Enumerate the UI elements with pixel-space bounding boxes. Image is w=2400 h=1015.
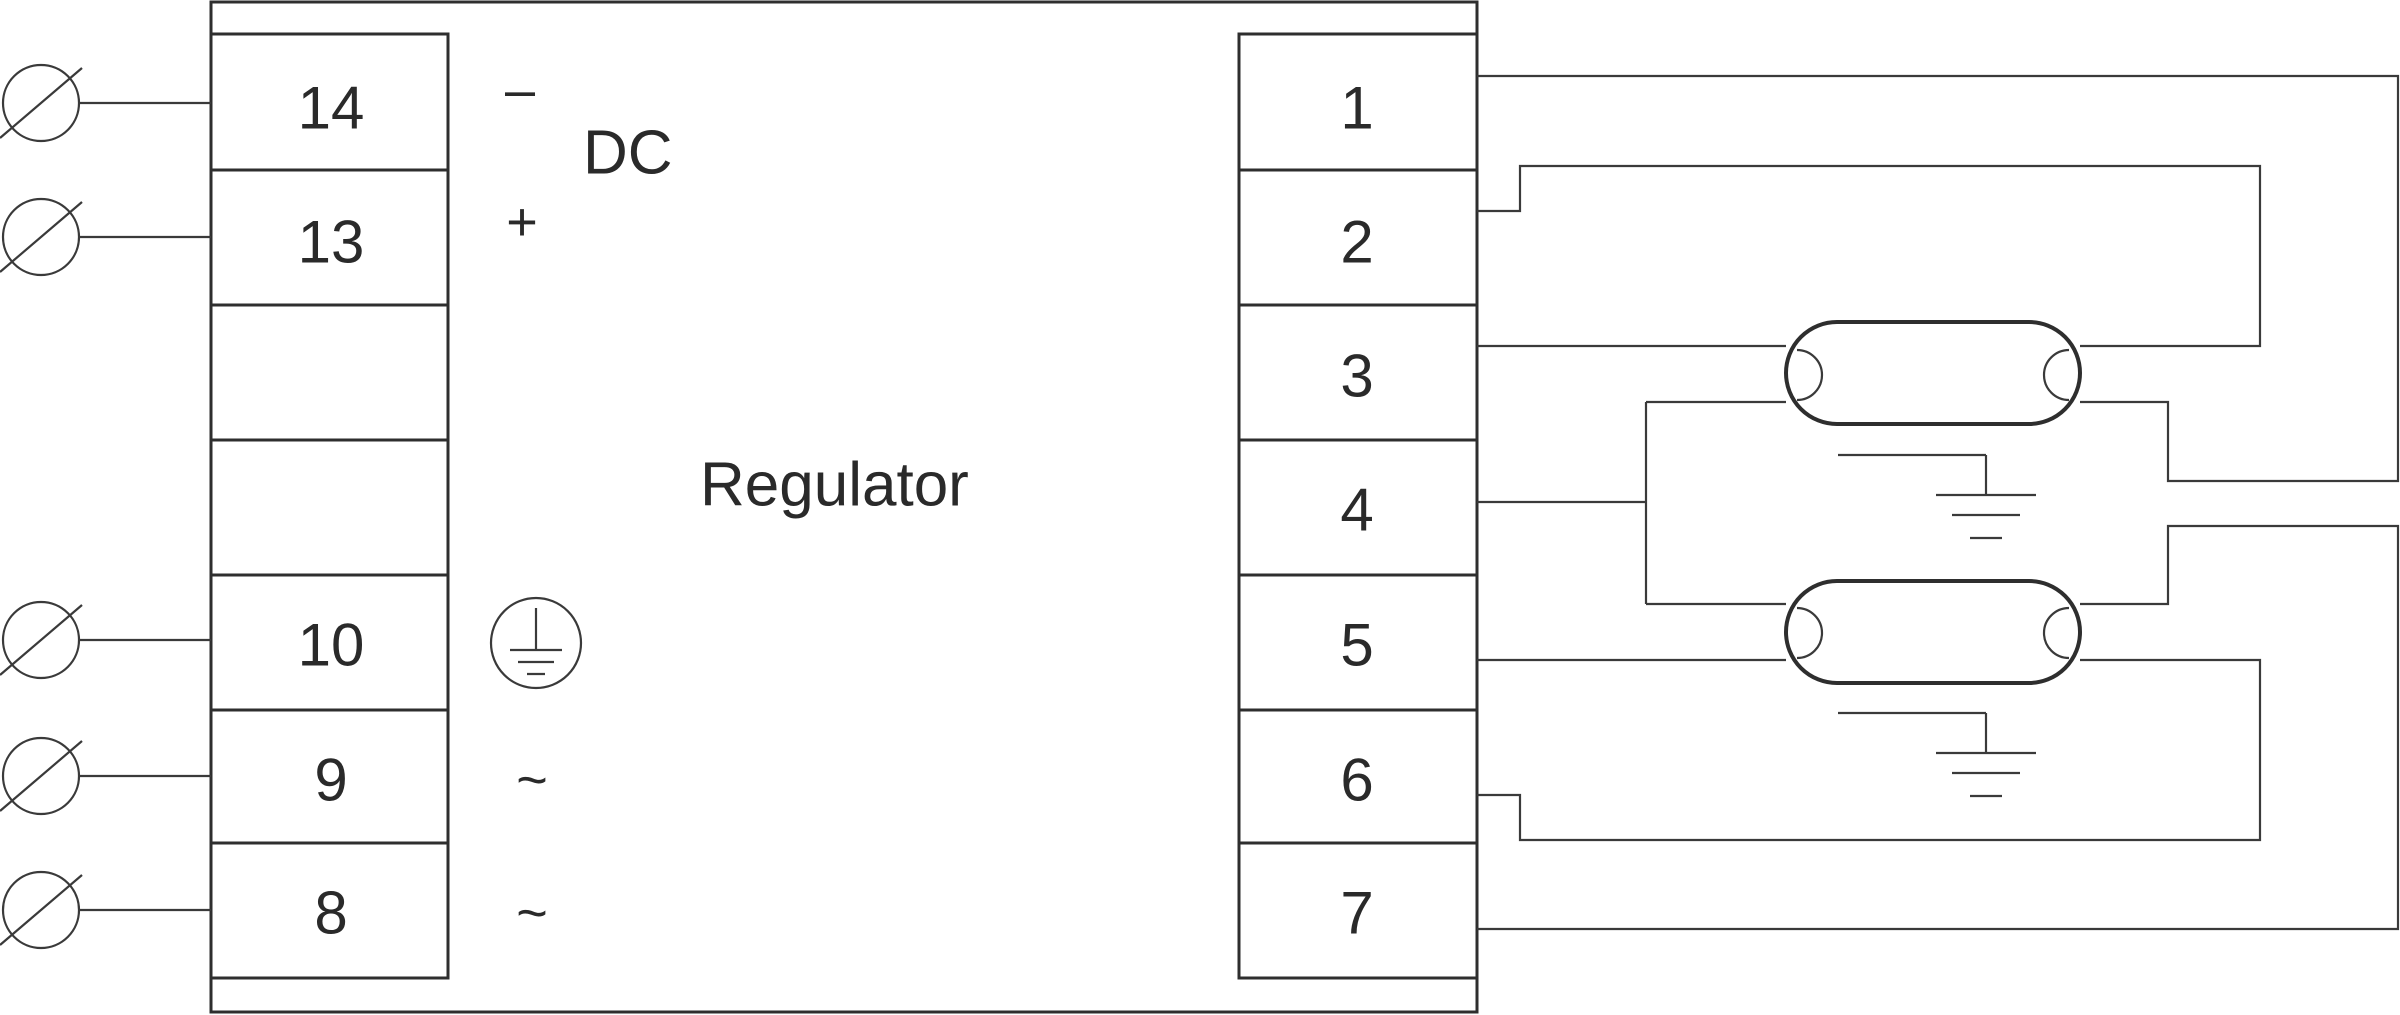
output-wiring — [1477, 74, 2400, 931]
left-strip-frame — [209, 32, 450, 980]
terminal-6-number: 6 — [1340, 747, 1373, 814]
screw-terminal-icon — [0, 63, 83, 143]
ground-icon — [1838, 453, 2036, 540]
ground-icon — [1838, 711, 2036, 798]
right-strip-frame — [1237, 32, 1479, 980]
dc-label: DC — [583, 119, 673, 188]
terminal-10-number: 10 — [298, 612, 365, 679]
protective-earth-icon — [489, 596, 583, 690]
terminal-4-number: 4 — [1340, 477, 1373, 544]
screw-terminal-icon — [0, 600, 83, 680]
ac-symbol-8: ~ — [516, 883, 548, 943]
terminal-13-number: 13 — [298, 209, 365, 276]
terminal-8-number: 8 — [314, 880, 347, 947]
left-terminal-strip: 14 13 10 9 8 — [209, 32, 450, 980]
terminal-1-number: 1 — [1340, 75, 1373, 142]
right-terminal-strip: 1 2 3 4 5 6 7 — [1237, 32, 1479, 980]
fluorescent-lamp-icon — [1784, 320, 2082, 426]
dc-minus-symbol: – — [505, 60, 535, 120]
ac-symbol-9: ~ — [516, 750, 548, 810]
input-wires — [80, 101, 211, 912]
terminal-3-number: 3 — [1340, 343, 1373, 410]
screw-terminal-icon — [0, 870, 83, 950]
fluorescent-lamp-icon — [1784, 579, 2082, 685]
terminal-9-number: 9 — [314, 747, 347, 814]
dc-plus-symbol: + — [506, 192, 538, 252]
terminal-7-number: 7 — [1340, 880, 1373, 947]
regulator-label: Regulator — [700, 451, 969, 520]
screw-terminal-icon — [0, 736, 83, 816]
screw-terminal-icon — [0, 197, 83, 277]
terminal-14-number: 14 — [298, 75, 365, 142]
terminal-5-number: 5 — [1340, 612, 1373, 679]
terminal-2-number: 2 — [1340, 209, 1373, 276]
